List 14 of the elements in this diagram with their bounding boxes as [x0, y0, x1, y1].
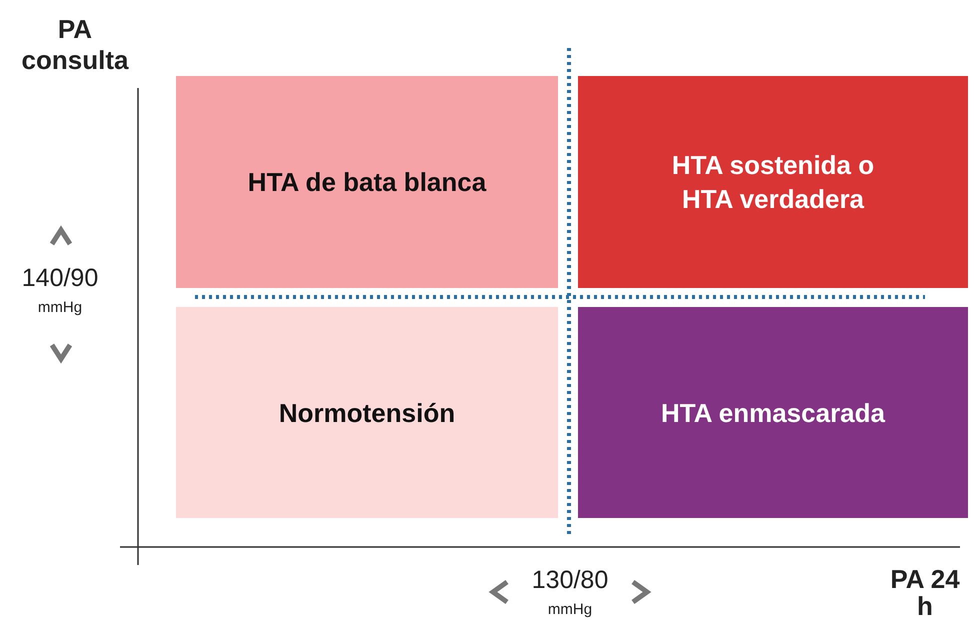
axis-title: PA consulta	[20, 14, 130, 76]
quadrant-box	[578, 76, 968, 288]
threshold-value: 130/80	[530, 566, 610, 595]
quadrant-box	[176, 307, 558, 518]
quadrant-label: HTA enmascarada	[661, 396, 885, 430]
threshold-value: 140/90	[20, 264, 100, 293]
quadrant-box	[176, 76, 558, 288]
quadrant-label: Normotensión	[278, 396, 456, 430]
unit-label: mmHg	[36, 299, 84, 316]
quadrant-label: HTA de bata blanca	[248, 166, 486, 199]
axis-title: PA 24 h	[889, 566, 961, 620]
quadrant-box	[578, 307, 968, 518]
quadrant-label: HTA sostenida o HTA verdadera	[670, 149, 876, 216]
unit-label: mmHg	[546, 601, 594, 618]
